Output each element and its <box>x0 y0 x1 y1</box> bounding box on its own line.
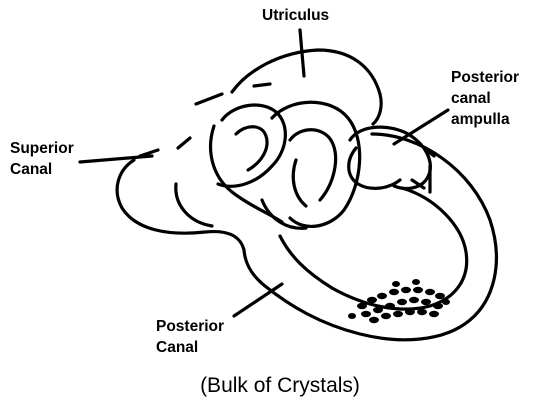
crystal <box>412 279 420 285</box>
posterior-canal-leader <box>234 284 282 316</box>
posterior-arm-upper-dash <box>178 138 190 148</box>
crystal <box>361 311 371 317</box>
crystal <box>369 317 379 323</box>
crystal <box>429 311 439 317</box>
crystal <box>373 307 383 313</box>
label-superior-canal-line-1: Superior <box>10 140 74 157</box>
ampulla-inner <box>349 148 400 188</box>
ampulla-leader <box>394 110 448 144</box>
lower-body-inner <box>280 188 467 309</box>
crystal <box>392 281 400 287</box>
utriculus-leader <box>300 30 304 76</box>
crystal <box>381 313 391 319</box>
crystal <box>367 297 377 303</box>
crystal <box>435 293 445 299</box>
crystal <box>397 299 407 305</box>
label-posterior-canal-line-2: Canal <box>156 339 198 356</box>
crystal <box>389 289 399 295</box>
crystal <box>425 289 435 295</box>
central-loop-outer <box>272 102 360 226</box>
crystal <box>348 313 356 319</box>
crystal <box>357 303 367 309</box>
crystal <box>442 299 450 305</box>
label-posterior-canal-ampulla-line-1: Posterior <box>451 69 519 86</box>
label-posterior-canal-ampulla-line-2: canal <box>451 90 491 107</box>
crystal <box>377 293 387 299</box>
utriculus-left-dash-1 <box>196 94 222 104</box>
central-loop-cross <box>293 160 306 206</box>
central-loop-inner <box>290 130 336 200</box>
superior-canal-outer <box>218 105 285 186</box>
utriculus-left-dash-2 <box>254 84 270 86</box>
caption: (Bulk of Crystals) <box>200 374 360 397</box>
crystal <box>393 311 403 317</box>
superior-canal-inner <box>236 127 267 170</box>
crystal <box>433 303 443 309</box>
superior-canal-leader <box>80 156 152 162</box>
central-canal-loop <box>262 102 360 228</box>
crystal <box>413 287 423 293</box>
label-superior-canal-line-2: Canal <box>10 161 52 178</box>
superior-canal-loop <box>176 105 286 226</box>
superior-canal-stem <box>211 126 282 222</box>
crystal <box>417 309 427 315</box>
crystal <box>405 309 415 315</box>
label-posterior-canal-ampulla-line-3: ampulla <box>451 111 510 128</box>
crystal <box>421 299 431 305</box>
crystal <box>409 297 419 303</box>
label-posterior-canal-line-1: Posterior <box>156 318 224 335</box>
crystal <box>385 303 395 309</box>
superior-canal-stem-inner <box>176 184 212 226</box>
crystal <box>401 287 411 293</box>
label-utriculus: Utriculus <box>262 7 329 24</box>
